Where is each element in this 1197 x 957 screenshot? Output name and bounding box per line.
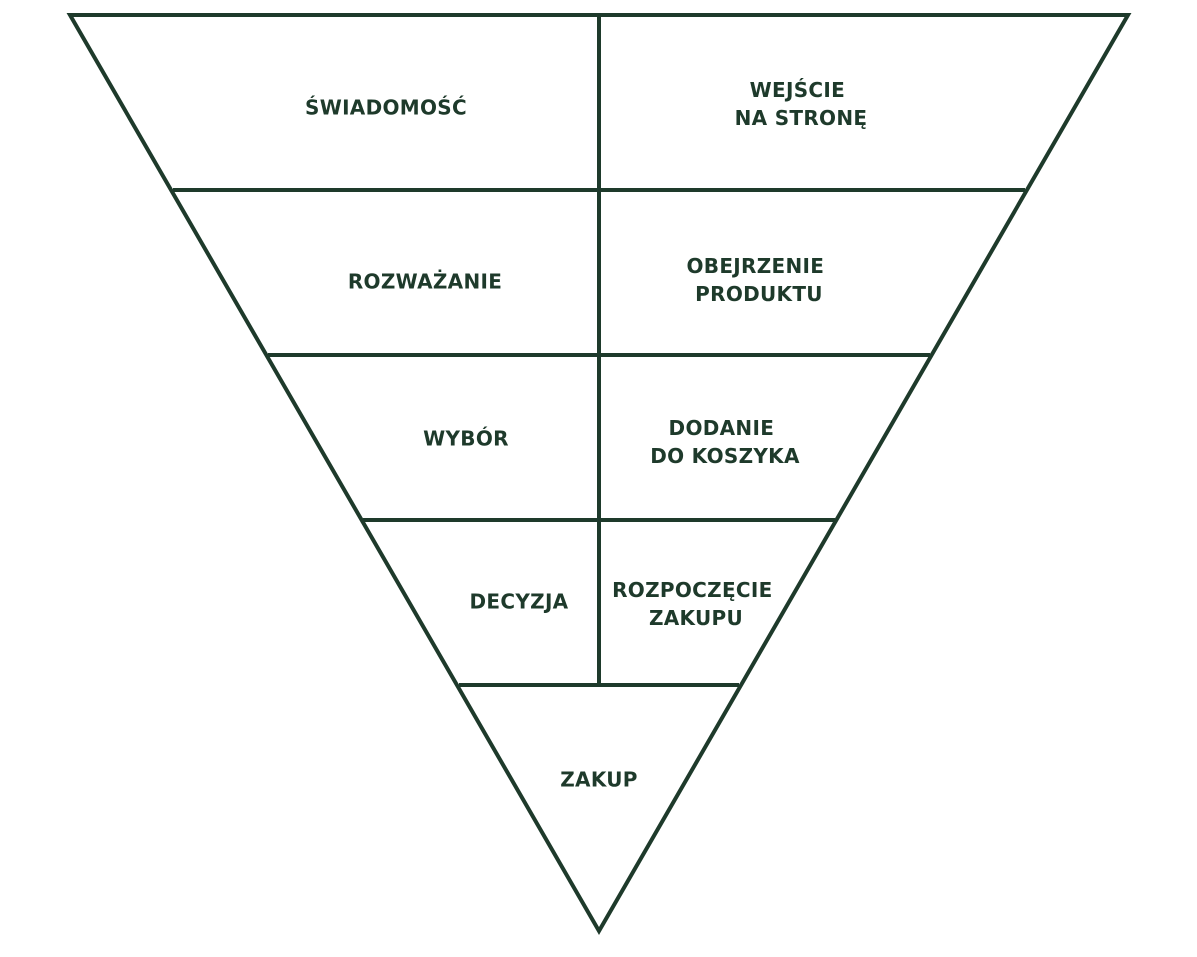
stage-label-awareness: ŚWIADOMOŚĆ	[305, 96, 467, 120]
final-stage-purchase: ZAKUP	[560, 768, 638, 792]
stage-label-choice: WYBÓR	[423, 427, 509, 451]
stage-label-decision: DECYZJA	[470, 590, 569, 614]
action-label-checkout-start: ROZPOCZĘCIE ZAKUPU	[612, 578, 780, 630]
stage-label-consideration: ROZWAŻANIE	[348, 270, 502, 294]
action-label-product-view: OBEJRZENIE PRODUKTU	[686, 254, 831, 306]
action-label-add-to-cart: DODANIE DO KOSZYKA	[650, 416, 800, 468]
action-label-site-visit: WEJŚCIE NA STRONĘ	[735, 78, 868, 130]
